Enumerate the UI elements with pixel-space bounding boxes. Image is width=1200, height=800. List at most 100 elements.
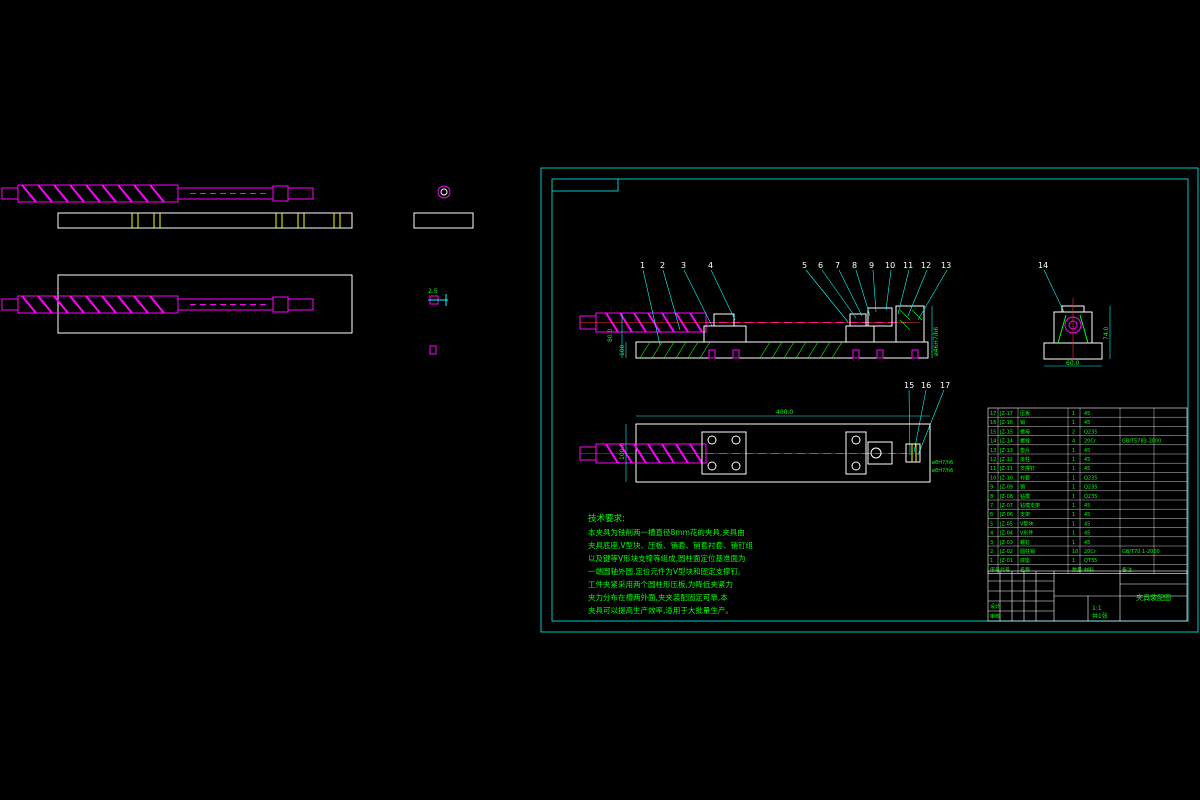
bom-header-cell: 数量: [1072, 566, 1082, 573]
balloon-11: 11: [903, 261, 913, 270]
bom-cell: 衬套: [1020, 474, 1030, 481]
bom-cell: Q235: [1084, 475, 1097, 481]
bom-cell: 垫片: [1020, 447, 1030, 454]
bom-cell: JZ-09: [999, 485, 1013, 491]
bom-header-cell: 代号: [1000, 566, 1010, 573]
assembly-end-view: 60.0 74.0: [1043, 298, 1111, 367]
bom-cell: 1: [1072, 448, 1075, 454]
bom-cell: 20Cr: [1084, 439, 1097, 445]
notes-line-2: 夹具底座,V型块、压板、销套、销套衬套、销钉组: [588, 540, 754, 550]
bom-cell: 45: [1084, 531, 1090, 537]
bom-cell: 9: [990, 485, 993, 491]
bom-cell: JZ-03: [999, 540, 1013, 546]
bom-cell: 3: [990, 540, 993, 546]
dim-end-width: 60.0: [1066, 360, 1080, 367]
bom-cell: 销: [1020, 419, 1025, 426]
bom-cell: JZ-05: [999, 521, 1013, 527]
bom-cell: 10: [1072, 549, 1078, 555]
bom-cell: 4: [1072, 439, 1075, 445]
technical-notes: 技术要求: 本夹具为铣削两一槽直径8mm花的夹具,夹具由 夹具底座,V型块、压板…: [588, 513, 754, 615]
bom-cell: 8: [990, 494, 993, 500]
bom-cell: JZ-12: [999, 457, 1013, 463]
bom-cell: 45: [1084, 448, 1090, 454]
title-drawing-name: 夹具装配图: [1136, 593, 1171, 602]
bom-cell: 支撑钉: [1020, 465, 1035, 472]
bom-cell: 1: [1072, 466, 1075, 472]
bom-cell: 1: [1072, 475, 1075, 481]
balloon-12: 12: [921, 261, 931, 270]
bom-cell: 支柱: [1020, 456, 1030, 463]
dim-fit-1: ø8H7/h6: [932, 460, 953, 466]
bom-cell: 1: [1072, 420, 1075, 426]
notes-heading: 技术要求:: [588, 513, 625, 524]
drawing-sheet: 80.0 100 ø46H7/h6 1 2 3 4 5 6 7 8 9 10 1…: [540, 167, 1199, 633]
shaft-view-top: [1, 184, 314, 203]
balloon-7: 7: [835, 261, 840, 270]
dim-fit-2: ø8H7/h6: [932, 468, 953, 474]
balloon-6: 6: [818, 261, 823, 270]
title-scale: 1:1: [1092, 605, 1102, 612]
bom-cell: 1: [1072, 521, 1075, 527]
title-row-review: 审核: [990, 613, 1000, 620]
bom-cell: JZ-06: [999, 512, 1013, 518]
fixture-strip-side: [57, 212, 353, 229]
dim-plan-length: 400.0: [776, 409, 793, 416]
bom-cell: 45: [1084, 521, 1090, 527]
balloon-3: 3: [681, 261, 686, 270]
balloon-10: 10: [885, 261, 895, 270]
bom-cell: 4: [990, 531, 993, 537]
balloon-15: 15: [904, 381, 914, 390]
sheet-code-box: [551, 178, 619, 192]
bom-cell: 10: [990, 475, 996, 481]
bom-cell: JZ-13: [999, 448, 1013, 454]
bom-cell: 45: [1084, 512, 1090, 518]
bom-cell: JZ-08: [999, 494, 1013, 500]
bom-cell: JZ-04: [999, 531, 1013, 537]
bom-cell: JZ-07: [999, 503, 1013, 509]
bom-cell: 钻模支架: [1020, 502, 1040, 509]
bushing-circle: [437, 185, 451, 199]
bom-cell: 14: [990, 439, 996, 445]
bom-cell: 1: [1072, 457, 1075, 463]
sheet-outer-border: [540, 167, 1199, 633]
balloon-17: 17: [940, 381, 950, 390]
bom-cell: 2: [990, 549, 993, 555]
bom-cell: JZ-15: [999, 429, 1013, 435]
balloon-4: 4: [708, 261, 713, 270]
bom-cell: 45: [1084, 411, 1090, 417]
bom-cell: 压板: [1020, 410, 1030, 417]
bom-cell: 1: [1072, 503, 1075, 509]
bom-cell: 螺钉: [1020, 539, 1030, 546]
dim-side-right: ø46H7/h6: [933, 327, 940, 356]
bom-cell: GB/T5783-2000: [1122, 439, 1161, 445]
bom-cell: 11: [990, 466, 996, 472]
bom-cell: 1: [990, 558, 993, 564]
bom-cell: JZ-16: [999, 420, 1013, 426]
balloon-16: 16: [921, 381, 931, 390]
bom-cell: 1: [1072, 411, 1075, 417]
bom-cell: 5: [990, 521, 993, 527]
balloon-8: 8: [852, 261, 857, 270]
bom-cell: 45: [1084, 457, 1090, 463]
bom-cell: JZ-14: [999, 439, 1013, 445]
sheet-inner-border: [551, 178, 1189, 622]
bom-cell: 钻模: [1020, 493, 1030, 500]
bom-cell: QT35: [1084, 558, 1097, 564]
fixture-strip-end: [413, 212, 474, 229]
balloon-2: 2: [660, 261, 665, 270]
bom-cell: V型块: [1020, 520, 1033, 527]
title-block: 夹具装配图 1:1 共1张 设计 审核: [987, 570, 1188, 622]
dim-end-height: 74.0: [1103, 326, 1110, 340]
bom-cell: 12: [990, 457, 996, 463]
notes-line-5: 工件夹紧采用两个圆柱形压板,为降低夹紧力: [588, 579, 733, 589]
bom-cell: 螺栓: [1020, 438, 1030, 445]
bom-cell: 20Cr: [1084, 549, 1097, 555]
dim-plan-width: 100.0: [619, 443, 626, 460]
bom-cell: JZ-01: [999, 558, 1013, 564]
bom-header-cell: 名称: [1020, 566, 1030, 573]
balloon-5: 5: [802, 261, 807, 270]
bom-header-cell: 序号: [990, 566, 1000, 573]
bom-header-cell: 备注: [1122, 566, 1132, 573]
